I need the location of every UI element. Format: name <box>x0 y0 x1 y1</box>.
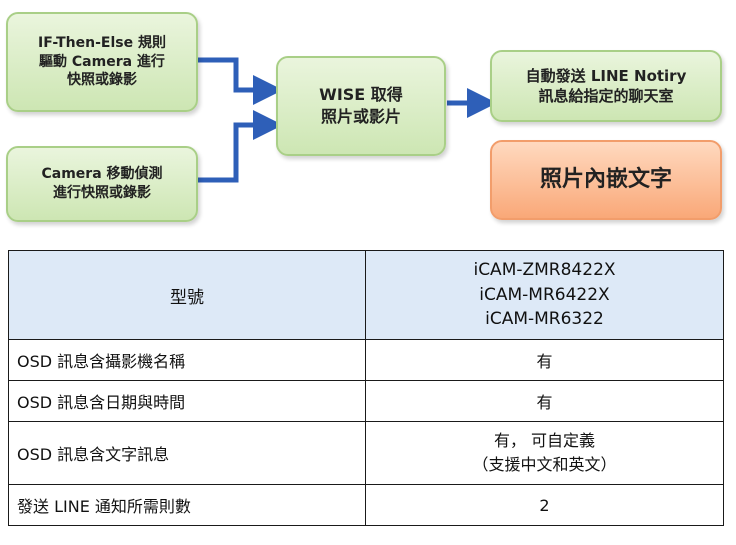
row-value: 2 <box>365 484 724 526</box>
row-label: OSD 訊息含文字訊息 <box>8 421 366 485</box>
osd-text-label: 照片內嵌文字 <box>539 167 672 193</box>
row-label: OSD 訊息含攝影機名稱 <box>8 339 366 381</box>
line-notify-box: 自動發送 LINE Notiry 訊息給指定的聊天室 <box>490 50 722 122</box>
line-notify-text: 自動發送 LINE Notiry 訊息給指定的聊天室 <box>525 66 687 105</box>
flow-arrows <box>198 57 497 183</box>
if-then-else-text: IF-Then-Else 規則 驅動 Camera 進行 快照或錄影 <box>38 34 166 89</box>
table-header-row: 型號 iCAM-ZMR8422X iCAM-MR6422X iCAM-MR632… <box>8 250 724 340</box>
camera-motion-text: Camera 移動偵測 進行快照或錄影 <box>41 166 163 201</box>
wise-text: WISE 取得 照片或影片 <box>319 85 403 126</box>
arrow-camera-to-wise <box>198 110 283 183</box>
header-model-label: 型號 <box>8 250 366 340</box>
wise-box: WISE 取得 照片或影片 <box>276 56 446 156</box>
arrow-if-to-wise <box>198 57 283 105</box>
row-label: 發送 LINE 通知所需則數 <box>8 484 366 526</box>
table-row: OSD 訊息含日期與時間 有 <box>8 380 724 422</box>
if-then-else-box: IF-Then-Else 規則 驅動 Camera 進行 快照或錄影 <box>6 12 198 112</box>
table-row: OSD 訊息含攝影機名稱 有 <box>8 339 724 381</box>
table-row: 發送 LINE 通知所需則數 2 <box>8 484 724 526</box>
osd-text-box: 照片內嵌文字 <box>490 140 722 220</box>
spec-table: 型號 iCAM-ZMR8422X iCAM-MR6422X iCAM-MR632… <box>8 250 724 526</box>
camera-motion-box: Camera 移動偵測 進行快照或錄影 <box>6 146 198 222</box>
row-value: 有 <box>365 339 724 381</box>
table-row: OSD 訊息含文字訊息 有， 可自定義 （支援中文和英文） <box>8 421 724 485</box>
row-label: OSD 訊息含日期與時間 <box>8 380 366 422</box>
row-value: 有 <box>365 380 724 422</box>
row-value: 有， 可自定義 （支援中文和英文） <box>365 421 724 485</box>
header-model-list: iCAM-ZMR8422X iCAM-MR6422X iCAM-MR6322 <box>365 250 724 340</box>
